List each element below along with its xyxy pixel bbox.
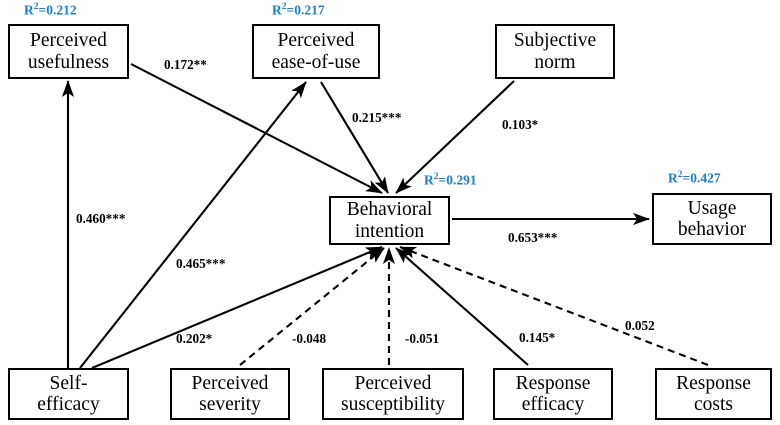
r2-behavioral-intention: R2=0.291 xyxy=(424,172,477,189)
coef-perceived-severity-behavioral-intention: -0.048 xyxy=(292,331,327,346)
coef-self-efficacy-perceived-ease-of-use: 0.465*** xyxy=(176,256,226,271)
node-label-line: Subjective xyxy=(513,30,597,52)
r2-exponent: 2 xyxy=(677,170,683,180)
node-label-line: efficacy xyxy=(521,394,585,415)
edge-response-costs-to-behavioral-intention xyxy=(399,246,709,366)
node-label-line: Behavioral xyxy=(346,199,433,221)
coef-perceived-susceptibility-behavioral-intention: -0.051 xyxy=(405,331,440,346)
node-label-line: ease-of-use xyxy=(271,51,361,73)
r2-exponent: 2 xyxy=(433,172,439,182)
r2-base: R xyxy=(272,2,282,18)
node-label-line: intention xyxy=(354,220,425,242)
r2-perceived-ease-of-use: R2=0.217 xyxy=(272,2,325,19)
coef-response-efficacy-behavioral-intention: 0.145* xyxy=(519,330,556,345)
edge-perceived-severity-to-behavioral-intention xyxy=(239,247,385,366)
r2-perceived-usefulness: R2=0.212 xyxy=(24,2,77,19)
r2-value: =0.212 xyxy=(38,2,77,18)
edge-self-efficacy-to-perceived-ease-of-use xyxy=(79,81,307,369)
node-label-line: Perceived xyxy=(191,372,269,394)
r2-base: R xyxy=(24,2,34,18)
node-label-line: norm xyxy=(534,51,576,73)
coef-self-efficacy-perceived-usefulness: 0.460*** xyxy=(76,211,126,226)
coef-perceived-ease-of-use-behavioral-intention: 0.215*** xyxy=(352,110,402,125)
edge-response-efficacy-to-behavioral-intention xyxy=(395,247,529,366)
node-label-line: susceptibility xyxy=(341,394,445,415)
r2-exponent: 2 xyxy=(33,2,39,12)
node-label-line: Response xyxy=(515,372,591,394)
node-label-line: behavior xyxy=(677,219,747,240)
node-label-line: costs xyxy=(694,394,733,415)
coef-behavioral-intention-usage-behavior: 0.653*** xyxy=(508,230,558,245)
coef-self-efficacy-behavioral-intention: 0.202* xyxy=(176,331,213,346)
r2-value: =0.427 xyxy=(682,170,721,186)
node-label-line: Perceived xyxy=(30,30,107,52)
node-label-line: Usage xyxy=(687,197,737,219)
node-label-line: efficacy xyxy=(37,394,100,415)
node-self-efficacy[interactable]: Self-efficacy xyxy=(8,368,129,420)
node-label-line: severity xyxy=(199,394,261,415)
edge-self-efficacy-to-behavioral-intention xyxy=(91,246,383,369)
edge-perceived-ease-of-use-to-behavioral-intention xyxy=(320,81,389,194)
node-label-line: usefulness xyxy=(27,51,110,73)
r2-base: R xyxy=(424,172,434,188)
edge-subjective-norm-to-behavioral-intention xyxy=(395,80,515,194)
coef-perceived-usefulness-behavioral-intention: 0.172** xyxy=(164,57,207,72)
node-label-line: Perceived xyxy=(354,372,432,394)
node-label-line: Response xyxy=(676,372,751,394)
coef-response-costs-behavioral-intention: 0.052 xyxy=(625,318,655,333)
node-label-line: Self- xyxy=(49,372,88,394)
coef-subjective-norm-behavioral-intention: 0.103* xyxy=(502,117,539,132)
edge-perceived-usefulness-to-behavioral-intention xyxy=(130,63,383,194)
r2-value: =0.217 xyxy=(286,2,325,18)
r2-value: =0.291 xyxy=(438,172,477,188)
r2-base: R xyxy=(668,170,678,186)
r2-exponent: 2 xyxy=(281,2,287,12)
r2-usage-behavior: R2=0.427 xyxy=(668,170,721,187)
node-label-line: Perceived xyxy=(277,30,355,52)
edges-group xyxy=(61,63,709,369)
